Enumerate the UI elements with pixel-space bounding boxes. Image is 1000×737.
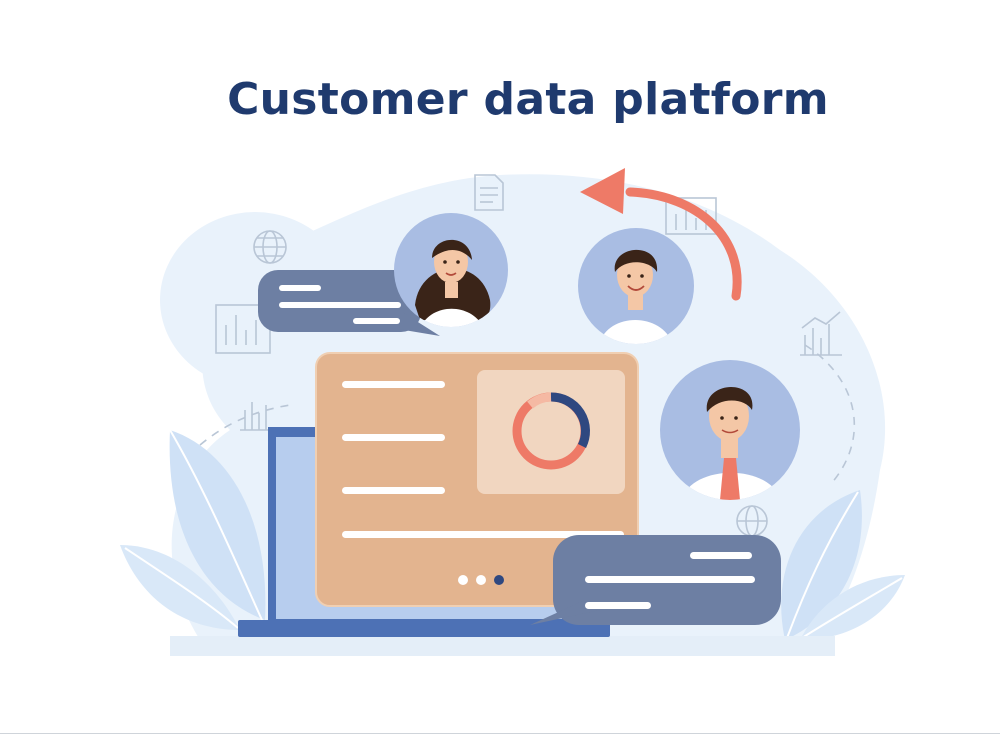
woman-avatar: [394, 213, 508, 327]
donut-chart-icon: [512, 392, 590, 470]
foliage-right: [781, 490, 905, 640]
ground: [170, 636, 835, 656]
pagination-dot: [476, 575, 486, 585]
dashboard-card: [315, 352, 639, 607]
bar-chart-icon: [240, 402, 274, 431]
pagination-dot: [458, 575, 468, 585]
pagination-dot-active: [494, 575, 504, 585]
globe-icon: [253, 230, 287, 264]
page-title: Customer data platform: [227, 74, 829, 125]
refresh-arrow-icon: [580, 168, 742, 301]
document-icon: [474, 174, 504, 211]
chat-bubble-right: [530, 535, 781, 625]
chat-bubble-left: [258, 270, 440, 336]
foliage-left: [120, 429, 266, 630]
chart-panel: [477, 370, 625, 494]
bar-chart-icon: [800, 311, 842, 356]
man-avatar-tie: [660, 360, 800, 500]
divider: [0, 733, 1000, 734]
